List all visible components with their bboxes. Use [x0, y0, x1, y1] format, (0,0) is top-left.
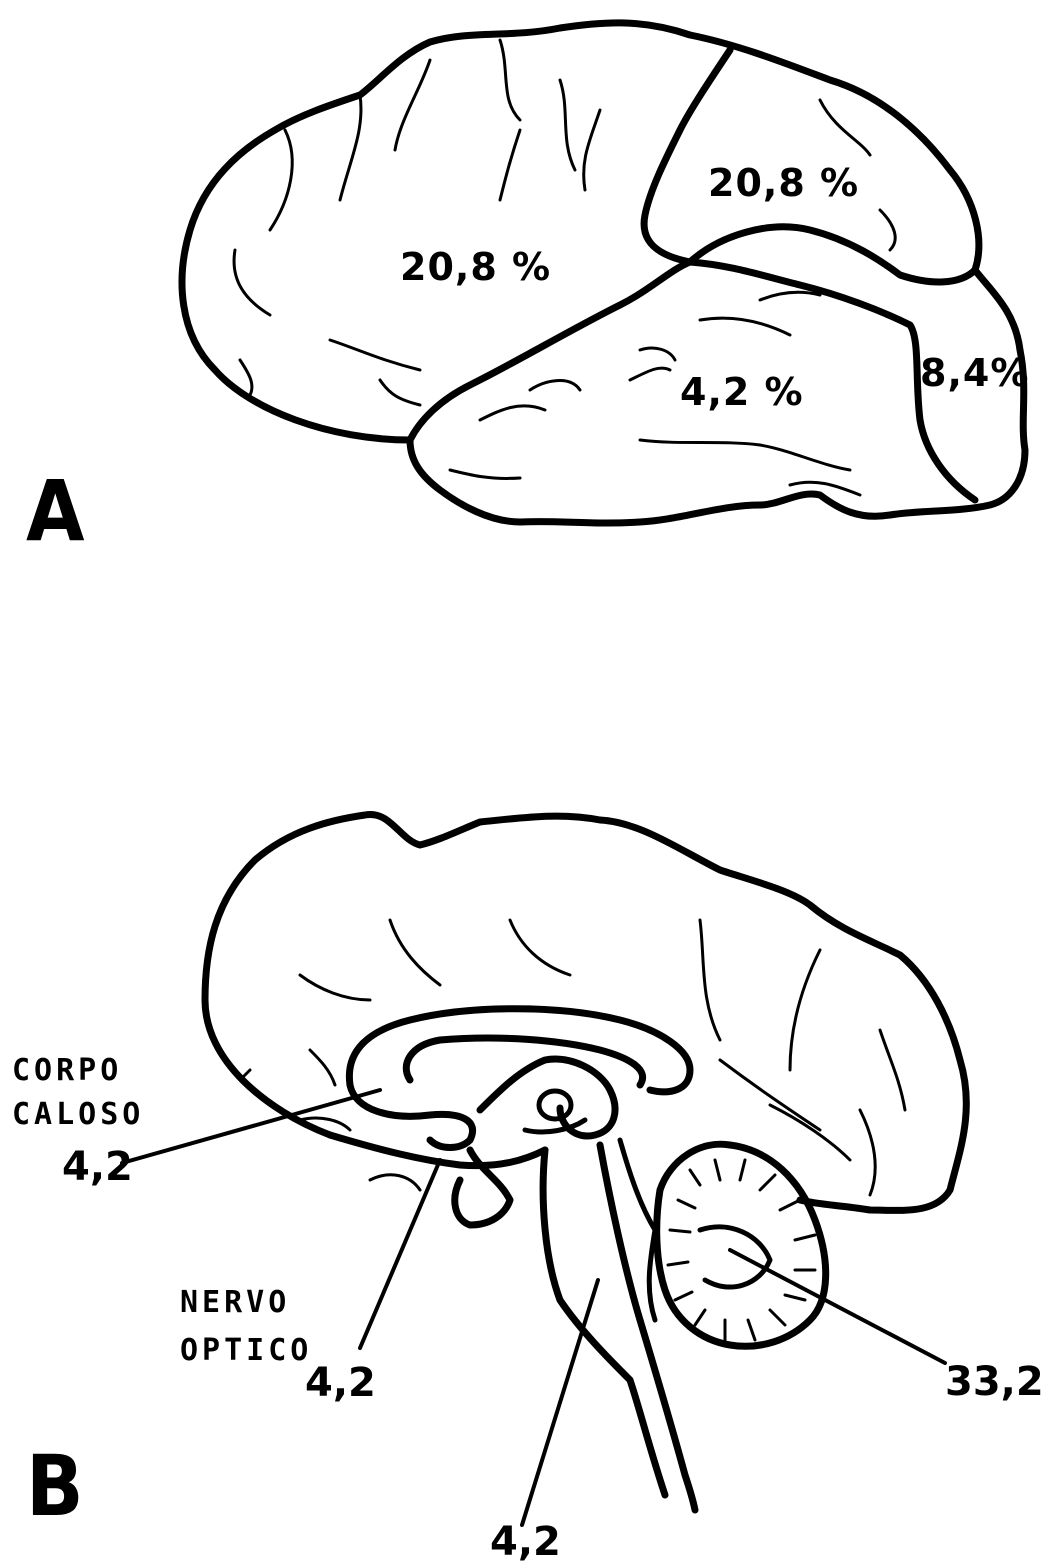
- cerebral-aqueduct: [620, 1140, 655, 1320]
- brainstem-value: 4,2: [490, 1519, 561, 1563]
- gyri-lines-b: [240, 920, 905, 1195]
- cerebellum-folia: [668, 1160, 815, 1340]
- panel-b-medial-brain: CORPO CALOSO NERVO OPTICO 4,2 4,2 4,2 33…: [12, 814, 1044, 1563]
- parietal-occipital-border: [690, 227, 975, 282]
- brainstem-front: [543, 1150, 665, 1495]
- nervo-optico-label-line1: NERVO: [180, 1285, 290, 1320]
- nervo-optico-label-line2: OPTICO: [180, 1333, 312, 1368]
- brainstem-leader: [522, 1280, 598, 1525]
- frontal-percentage: 20,8 %: [400, 245, 551, 289]
- occipital-percentage: 8,4%: [920, 351, 1029, 395]
- corpo-caloso-value: 4,2: [62, 1144, 133, 1190]
- corpus-callosum-inner: [406, 1038, 642, 1085]
- corpo-caloso-leader: [122, 1090, 380, 1163]
- temporal-percentage: 4,2 %: [680, 370, 804, 414]
- nervo-optico-leader: [360, 1160, 440, 1348]
- corpo-caloso-label-line2: CALOSO: [12, 1097, 144, 1132]
- gyri-lines-a: [234, 40, 895, 495]
- cerebellum-value: 33,2: [945, 1359, 1044, 1405]
- panel-a-lateral-brain: 20,8 % 20,8 % 4,2 % 8,4% A: [26, 23, 1029, 560]
- thalamus-mass: [539, 1091, 571, 1119]
- panel-a-letter: A: [26, 462, 85, 560]
- nervo-optico-value: 4,2: [305, 1360, 376, 1406]
- central-region-border: [644, 50, 730, 262]
- fornix-loop: [480, 1059, 615, 1136]
- corpo-caloso-label-line1: CORPO: [12, 1053, 122, 1088]
- panel-b-letter: B: [26, 1437, 84, 1535]
- parietal-percentage: 20,8 %: [708, 161, 859, 205]
